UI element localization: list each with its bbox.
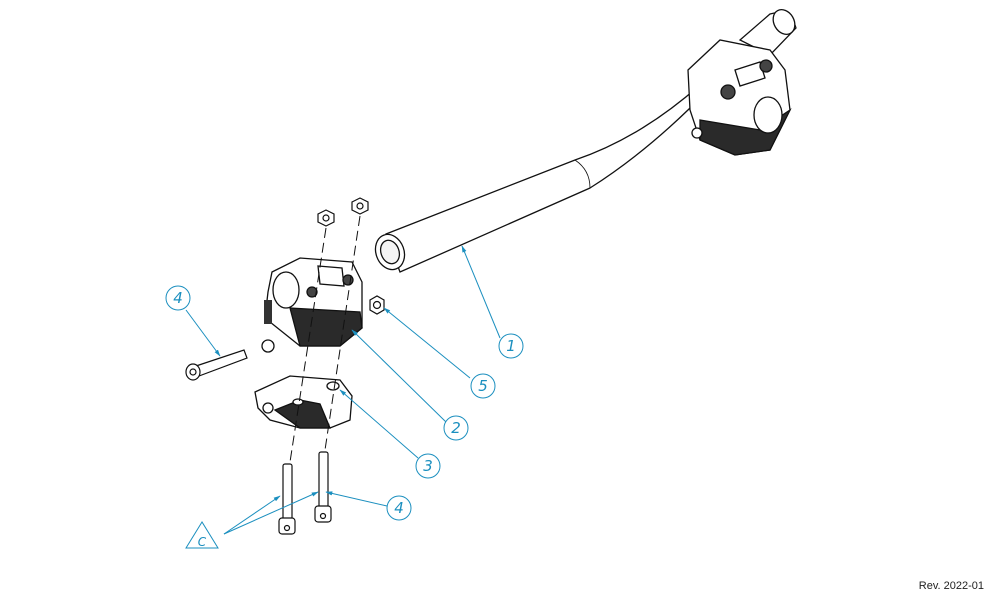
hex-nut-right: [351, 197, 369, 215]
vertical-bolt-right: [314, 451, 332, 523]
svg-text:5: 5: [478, 377, 488, 395]
side-nut-part-5: [369, 295, 385, 315]
callout-3: 3: [415, 453, 441, 479]
svg-text:2: 2: [451, 419, 461, 437]
callout-5: 5: [470, 373, 496, 399]
horizontal-bolt: [185, 349, 248, 381]
callout-2: 2: [443, 415, 469, 441]
svg-text:4: 4: [394, 499, 404, 517]
callout-4-left: 4: [165, 285, 191, 311]
svg-text:1: 1: [506, 337, 516, 355]
leader-lines: [185, 245, 501, 535]
vertical-bolt-left: [278, 463, 296, 535]
callout-4-bottom: 4: [386, 495, 412, 521]
note-c-triangle: C: [185, 521, 219, 549]
svg-text:4: 4: [173, 289, 183, 307]
clamp-body-part-2: [261, 257, 363, 353]
lower-clamp-part-3: [254, 375, 353, 429]
svg-text:3: 3: [423, 457, 433, 475]
callout-1: 1: [498, 333, 524, 359]
hex-nut-left: [317, 209, 335, 227]
revision-label: Rev. 2022-01: [918, 580, 984, 592]
mounted-clamp: [687, 39, 792, 156]
assembly-centerlines: [289, 215, 361, 463]
svg-text:C: C: [198, 535, 207, 549]
